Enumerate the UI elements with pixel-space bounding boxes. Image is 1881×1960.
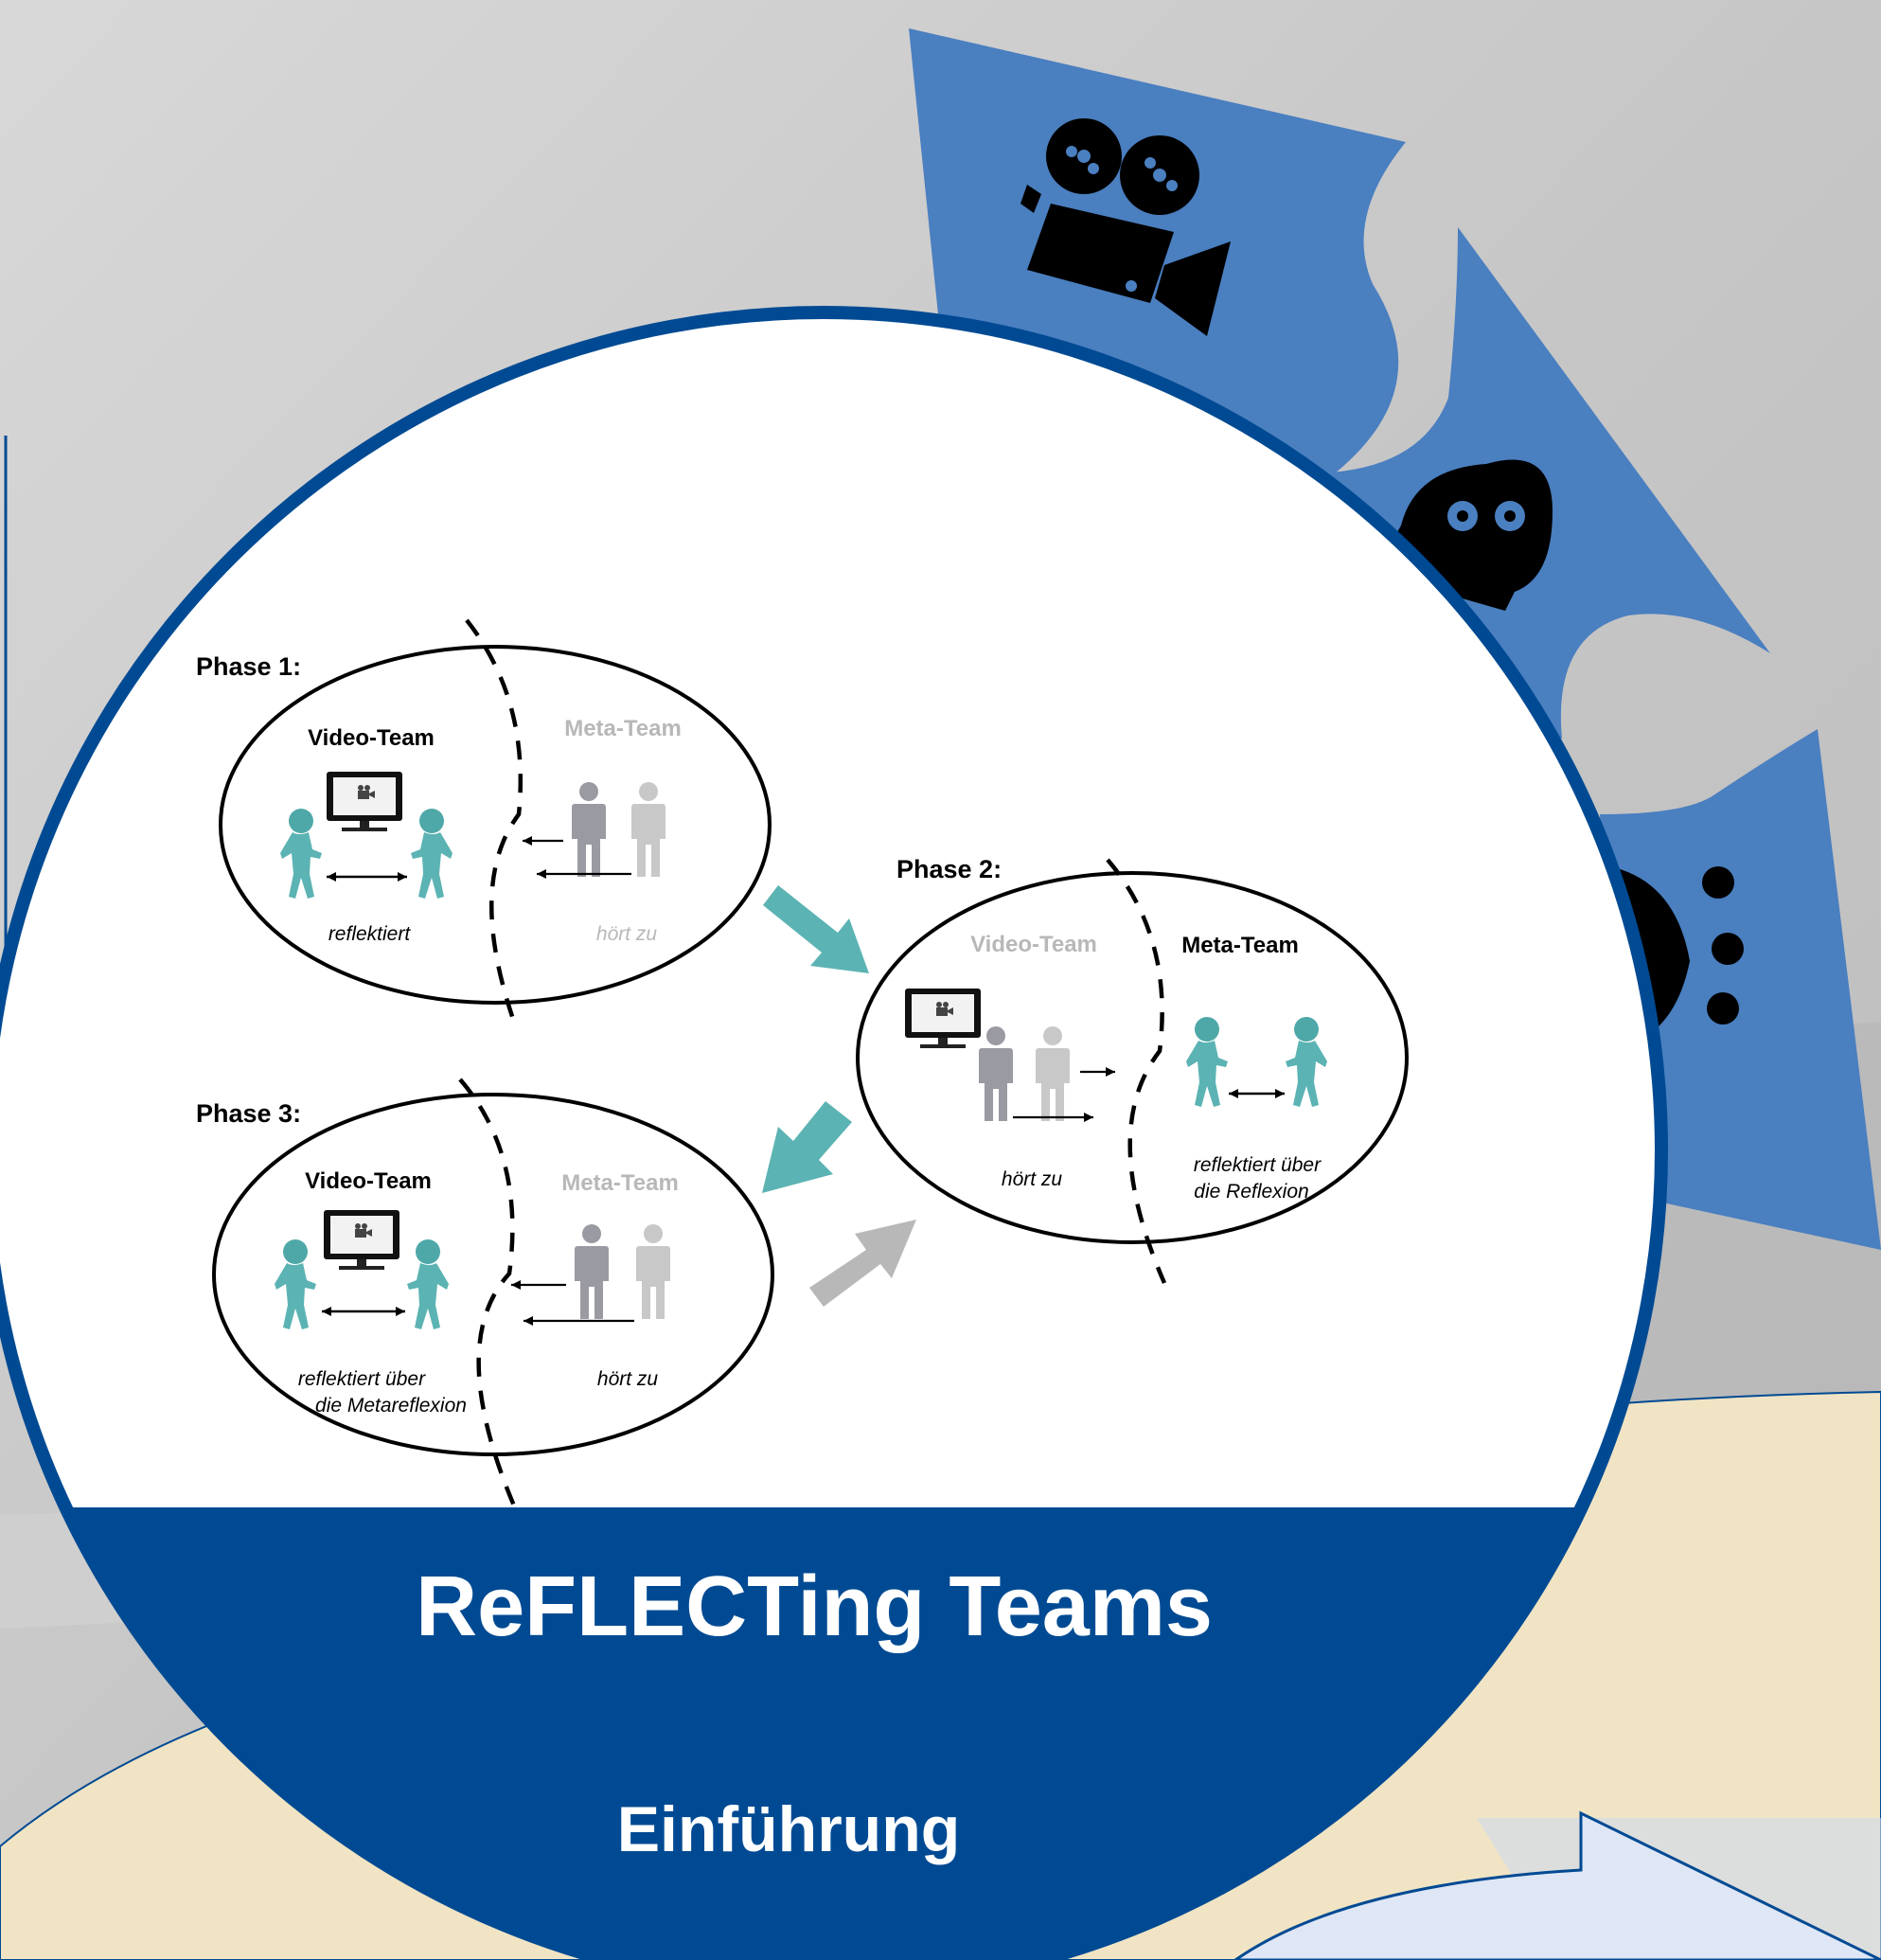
phase-1-diagram: Phase 1: Video-Team Meta-Team reflektier… [196, 618, 772, 1028]
video-camera-icon [1020, 118, 1231, 336]
arrow-head [523, 836, 532, 846]
arrow-head [537, 869, 546, 879]
banner-subtitle: Einführung [617, 1793, 961, 1865]
arrow-phase2-to-phase3 [762, 1101, 852, 1193]
phase-1-video-team: Video-Team [308, 725, 435, 751]
phase-2-video-team: Video-Team [970, 932, 1097, 957]
phase-1-meta-caption: hört zu [596, 923, 658, 945]
arrow-head [1106, 1067, 1115, 1077]
arrow-head [322, 1307, 405, 1316]
arrow-head [1084, 1113, 1093, 1122]
phase-3-label: Phase 3: [196, 1099, 301, 1128]
phase-2-diagram: Phase 2: Video-Team Meta-Team hört zu re… [856, 855, 1409, 1284]
phase-3-ellipse [212, 1093, 774, 1456]
arrow-phase1-to-phase2 [763, 885, 869, 973]
phase-3-video-caption-1: reflektiert über [298, 1368, 426, 1390]
phase-3-video-team: Video-Team [305, 1168, 432, 1194]
phase-2-label: Phase 2: [896, 855, 1002, 883]
phase-2-ellipse [856, 871, 1409, 1244]
next-arrow-panel[interactable] [1233, 1810, 1881, 1960]
arrow-head [511, 1280, 521, 1290]
segment-meeting[interactable] [1600, 729, 1881, 1250]
arrow-head [327, 872, 407, 882]
phase-2-meta-caption-1: reflektiert über [1194, 1154, 1322, 1176]
phase-2-meta-caption-2: die Reflexion [1194, 1181, 1308, 1203]
banner-title: ReFLECTing Teams [416, 1559, 1213, 1654]
phase-3-meta-caption: hört zu [597, 1368, 659, 1390]
phase-2-meta-team: Meta-Team [1181, 933, 1299, 958]
phase-3-diagram: Phase 3: Video-Team Meta-Team reflektier… [196, 1078, 774, 1511]
arrow-phase3-to-phase2 [809, 1220, 916, 1307]
phase-2-video-caption: hört zu [1002, 1168, 1063, 1190]
arrow-head [523, 1316, 533, 1326]
phase-3-video-caption-2: die Metareflexion [315, 1395, 467, 1417]
phase-1-label: Phase 1: [196, 652, 301, 681]
phase-1-ellipse [219, 645, 772, 1005]
phase-1-divider [465, 618, 523, 1028]
phase-1-meta-team: Meta-Team [564, 716, 682, 741]
phase-3-meta-team: Meta-Team [561, 1170, 679, 1196]
phase-3-divider [458, 1078, 519, 1511]
phase-1-video-caption: reflektiert [328, 923, 412, 945]
phase-2-divider [1106, 858, 1167, 1284]
